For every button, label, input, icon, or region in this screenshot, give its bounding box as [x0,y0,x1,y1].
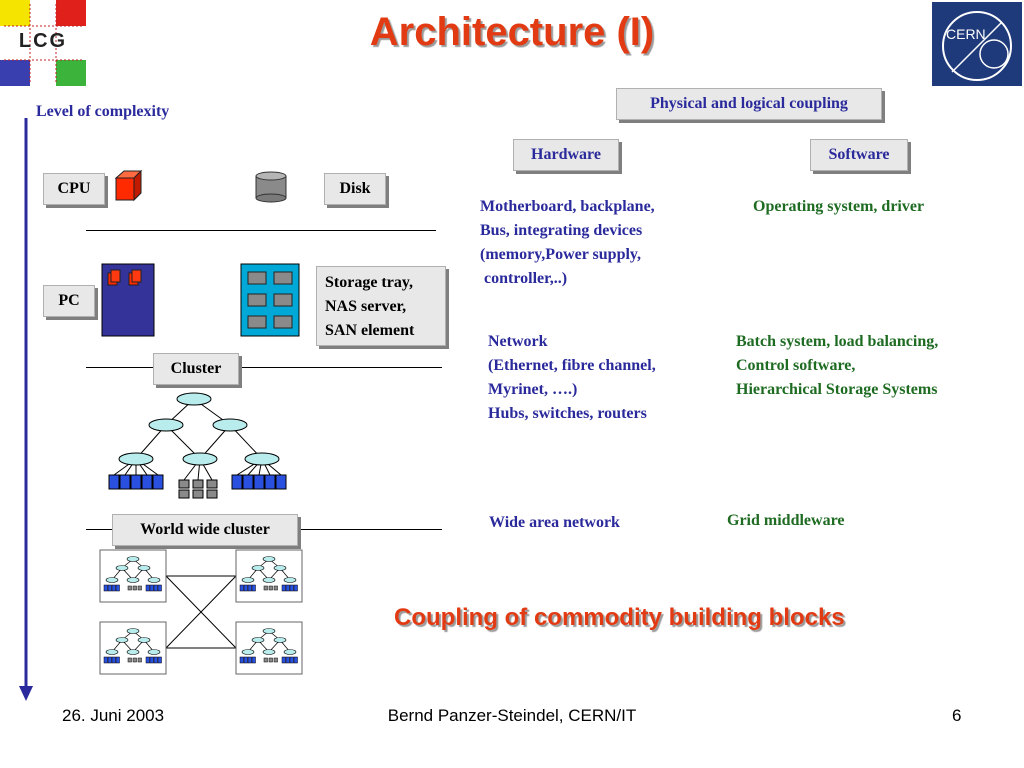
world-wide-cluster-diagram [99,549,303,675]
hardware-level1-line-3: (memory,Power supply, [480,246,642,263]
level-divider-2 [86,367,442,368]
hardware-level1-text: Motherboard, backplane, Bus, integrating… [480,195,655,291]
cluster-tree-diagram [108,392,287,499]
software-level2-line-3: Hierarchical Storage Systems [736,381,938,398]
lcg-logo: LCG [0,0,86,86]
cern-logo: CERN [932,2,1022,86]
tagline: Coupling of commodity building blocks [394,604,845,631]
footer-date: 26. Juni 2003 [62,706,165,725]
slide-title: Architecture (I) [369,10,655,54]
software-level3-text: Grid middleware [727,512,845,529]
disk-box: Disk [324,173,386,205]
coupling-header-box: Physical and logical coupling [616,88,882,120]
hardware-level1-line-4: controller,..) [480,270,568,287]
hardware-level2-line-1: Network [488,333,548,350]
footer-author: Bernd Panzer-Steindel, CERN/IT [387,706,637,725]
software-header-box: Software [810,139,908,171]
cern-logo-text: CERN [946,26,986,42]
software-level2-line-1: Batch system, load balancing, [736,333,939,350]
hardware-level2-text: Network (Ethernet, fibre channel, Myrine… [488,330,656,426]
software-level1-text: Operating system, driver [753,198,925,215]
cluster-box: Cluster [153,353,239,385]
hardware-level2-line-4: Hubs, switches, routers [488,405,647,422]
cpu-box: CPU [43,173,105,205]
world-wide-cluster-box: World wide cluster [112,514,298,546]
hardware-level2-line-2: (Ethernet, fibre channel, [488,357,656,374]
storage-line-1: Storage tray, [325,274,413,291]
storage-tray-icon [240,263,300,337]
software-level2-text: Batch system, load balancing, Control so… [736,330,938,402]
hardware-level1-line-2: Bus, integrating devices [480,222,643,239]
hardware-level3-text: Wide area network [489,514,620,531]
lcg-logo-text: LCG [18,30,68,52]
footer-page-number: 6 [952,706,962,725]
storage-line-3: SAN element [325,322,415,339]
pc-box: PC [43,285,95,317]
level-divider-1 [86,230,436,231]
complexity-axis-label: Level of complexity [36,103,170,120]
complexity-axis-arrow [19,118,33,701]
storage-line-2: NAS server, [325,298,407,315]
storage-box: Storage tray, NAS server, SAN element [316,266,446,346]
hardware-level2-line-3: Myrinet, ….) [488,381,578,398]
pc-icon [101,263,155,337]
hardware-header-box: Hardware [513,139,619,171]
hardware-level1-line-1: Motherboard, backplane, [480,198,655,215]
software-level2-line-2: Control software, [736,357,856,374]
cpu-icon [114,169,143,202]
disk-icon [255,171,287,203]
